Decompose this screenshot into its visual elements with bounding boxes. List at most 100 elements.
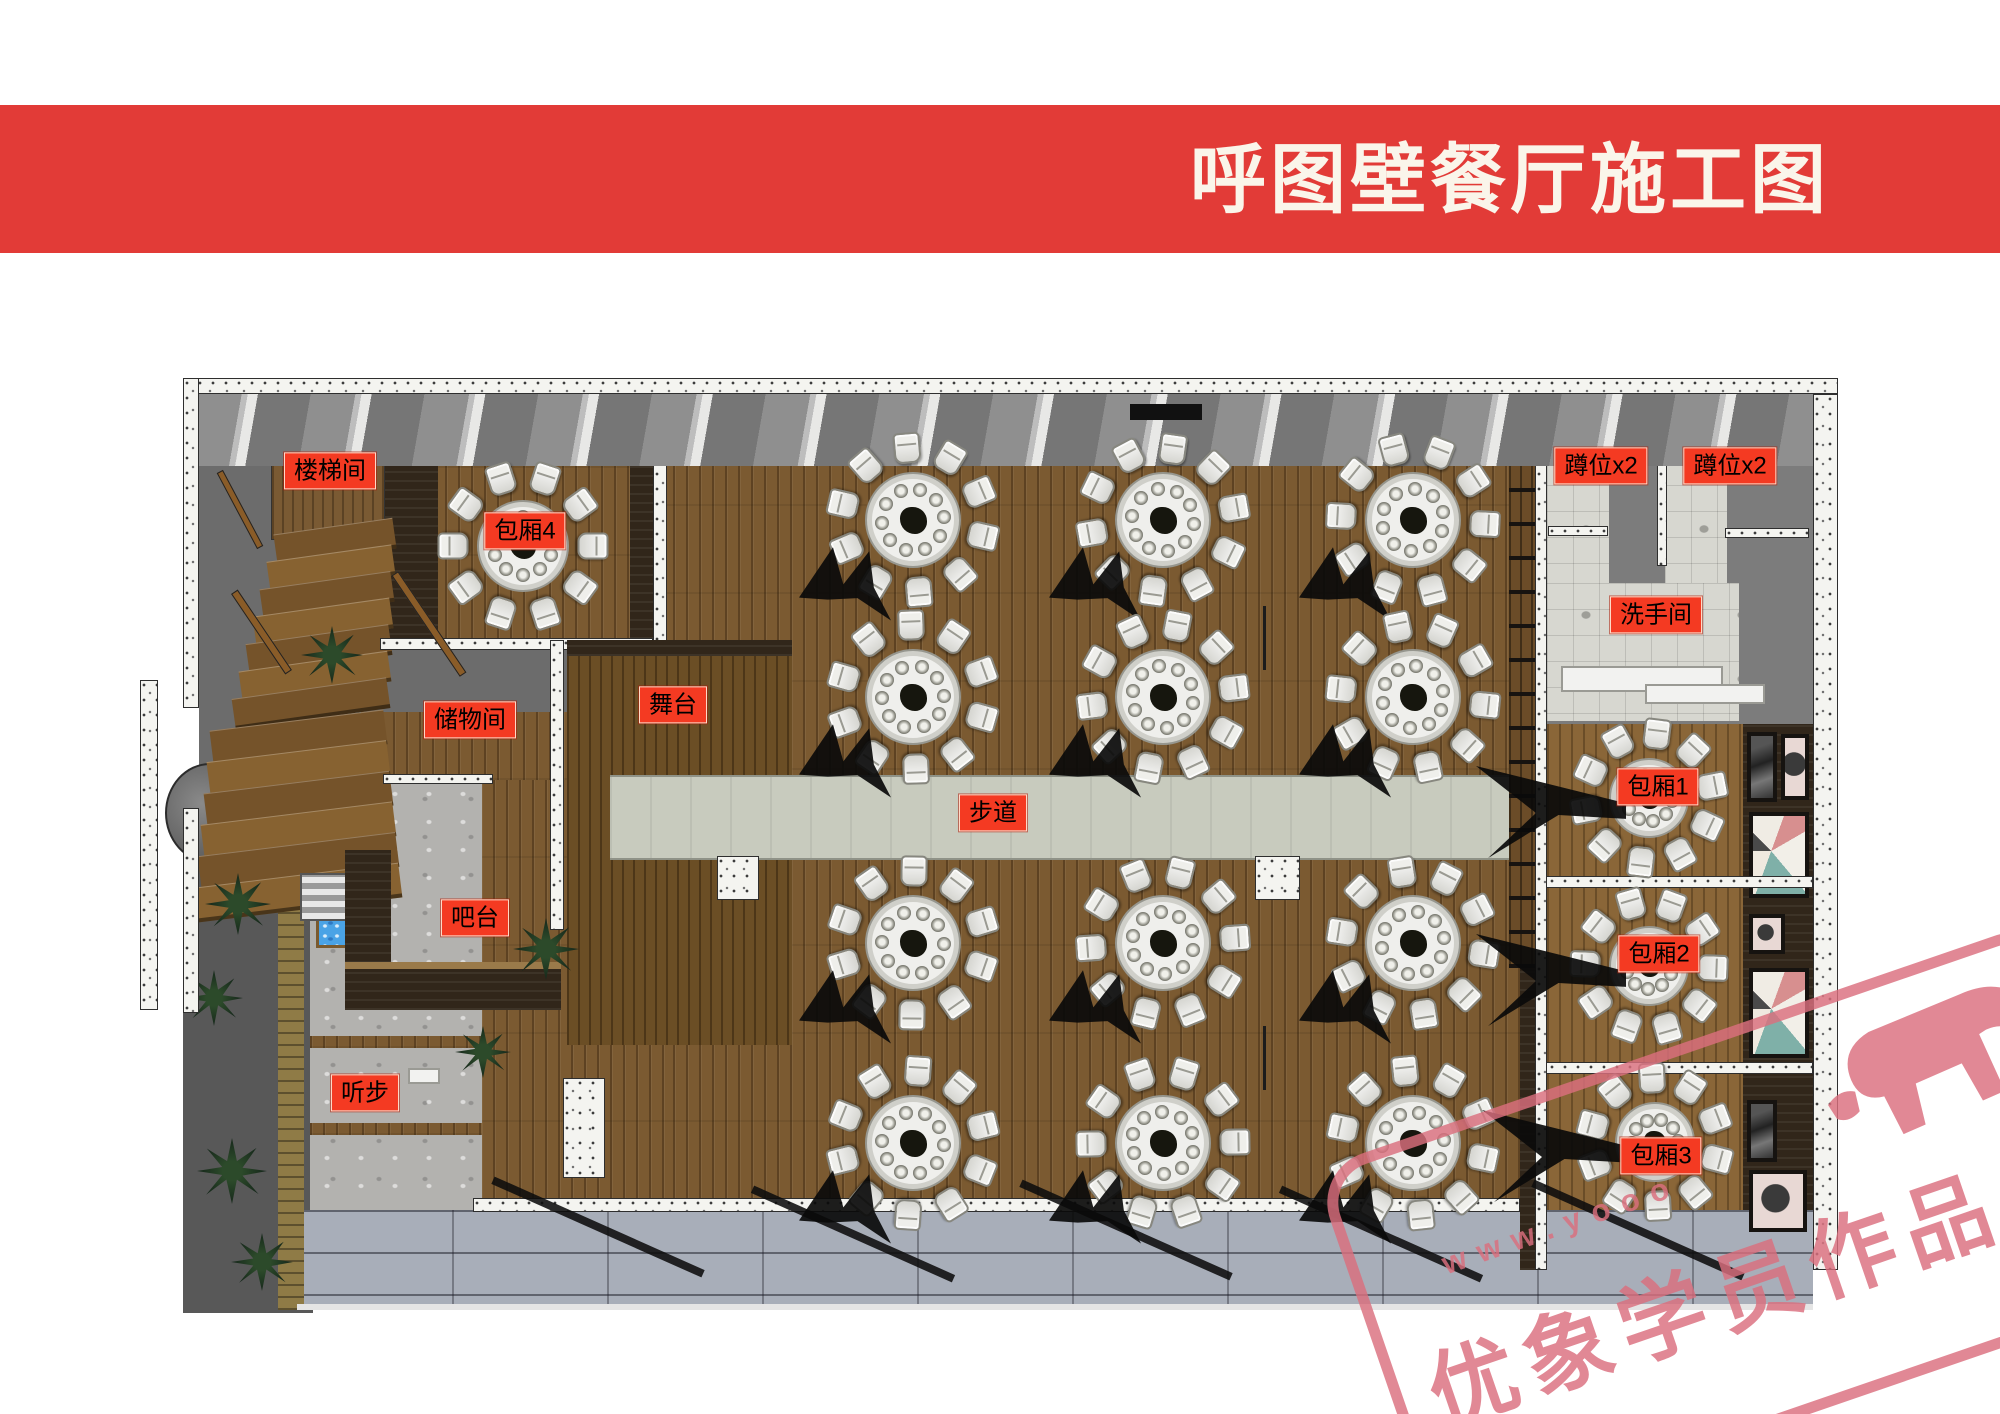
pillar bbox=[1255, 856, 1300, 900]
label-storage: 储物间 bbox=[424, 701, 516, 739]
place-setting bbox=[1658, 806, 1673, 821]
place-setting bbox=[1185, 1125, 1200, 1140]
chair bbox=[1074, 933, 1108, 963]
place-setting bbox=[1390, 663, 1405, 678]
place-setting bbox=[1375, 1139, 1390, 1154]
place-setting bbox=[1136, 912, 1151, 927]
chair bbox=[1074, 516, 1110, 549]
ceiling-beams bbox=[197, 394, 1817, 466]
label-bar: 吧台 bbox=[441, 899, 509, 937]
place-setting bbox=[1407, 482, 1422, 497]
stall-wall-strip2 bbox=[1725, 528, 1809, 538]
place-setting bbox=[1665, 1120, 1680, 1135]
place-setting bbox=[1402, 720, 1417, 735]
place-setting bbox=[929, 492, 944, 507]
place-setting bbox=[1379, 1120, 1394, 1135]
place-setting bbox=[1125, 928, 1140, 943]
place-setting bbox=[1386, 537, 1401, 552]
place-setting bbox=[1171, 662, 1186, 677]
place-setting bbox=[1393, 1107, 1408, 1122]
right-wall bbox=[1813, 394, 1838, 1270]
pillar bbox=[717, 856, 759, 900]
picture-frame bbox=[1747, 732, 1777, 802]
place-setting bbox=[1427, 914, 1442, 929]
ceiling-vent bbox=[1130, 404, 1202, 420]
place-setting bbox=[1389, 487, 1404, 502]
left-wall-lower bbox=[183, 808, 199, 1013]
place-setting bbox=[918, 541, 933, 556]
place-setting bbox=[1159, 720, 1174, 735]
place-setting bbox=[931, 918, 946, 933]
stage-left-wall bbox=[550, 640, 564, 930]
place-setting bbox=[895, 965, 910, 980]
place-setting bbox=[1156, 1166, 1171, 1181]
place-setting bbox=[533, 562, 548, 577]
place-setting bbox=[1412, 1105, 1427, 1120]
place-setting bbox=[915, 965, 930, 980]
place-setting bbox=[930, 954, 945, 969]
place-setting bbox=[880, 953, 895, 968]
place-setting bbox=[936, 510, 951, 525]
stone-wood-strip2 bbox=[310, 1123, 482, 1135]
bottom-wall bbox=[473, 1198, 1520, 1212]
place-setting bbox=[875, 691, 890, 706]
place-setting bbox=[1434, 702, 1449, 717]
chair bbox=[1324, 915, 1360, 948]
title-banner: 呼图壁餐厅施工图 bbox=[0, 105, 2000, 253]
label-room3: 包厢3 bbox=[1620, 1137, 1702, 1175]
place-setting bbox=[1155, 1105, 1170, 1120]
place-setting bbox=[936, 688, 951, 703]
place-setting bbox=[1184, 676, 1199, 691]
place-setting bbox=[1152, 659, 1167, 674]
chair bbox=[900, 855, 929, 887]
place-setting bbox=[1172, 909, 1187, 924]
floor-joint bbox=[1263, 1026, 1266, 1090]
place-setting bbox=[1382, 1156, 1397, 1171]
chair bbox=[903, 1054, 933, 1088]
place-setting bbox=[1133, 491, 1148, 506]
picture-frame bbox=[1749, 914, 1785, 954]
place-setting bbox=[1420, 963, 1435, 978]
place-setting bbox=[914, 660, 929, 675]
place-setting bbox=[880, 672, 895, 687]
place-setting bbox=[1184, 924, 1199, 939]
chair bbox=[1637, 1061, 1666, 1095]
place-setting bbox=[1128, 527, 1143, 542]
place-setting bbox=[1178, 534, 1193, 549]
place-setting bbox=[1137, 1111, 1152, 1126]
place-setting bbox=[882, 1116, 897, 1131]
place-setting bbox=[1646, 813, 1661, 828]
place-setting bbox=[1126, 1126, 1141, 1141]
place-setting bbox=[1174, 1160, 1189, 1175]
chair bbox=[1157, 431, 1189, 466]
table-centerpiece bbox=[899, 683, 927, 711]
place-setting bbox=[1185, 1145, 1200, 1160]
label-squat-left: 蹲位x2 bbox=[1554, 447, 1648, 485]
chair bbox=[577, 532, 609, 560]
chair bbox=[901, 752, 930, 785]
chair bbox=[893, 1198, 923, 1232]
place-setting bbox=[1142, 540, 1157, 555]
place-setting bbox=[932, 1119, 947, 1134]
stall-wall-strip bbox=[1548, 526, 1608, 536]
place-setting bbox=[1161, 543, 1176, 558]
table-centerpiece bbox=[899, 1129, 927, 1157]
chair bbox=[1219, 1127, 1251, 1156]
exterior-wall-left bbox=[140, 680, 158, 1010]
place-setting bbox=[1183, 498, 1198, 513]
place-setting bbox=[1418, 1164, 1433, 1179]
chair bbox=[1216, 491, 1252, 524]
place-setting bbox=[1175, 959, 1190, 974]
place-setting bbox=[1376, 521, 1391, 536]
place-setting bbox=[1433, 950, 1448, 965]
place-setting bbox=[1628, 1122, 1643, 1137]
left-wall-upper bbox=[183, 378, 199, 708]
chair bbox=[1468, 509, 1502, 539]
place-setting bbox=[1125, 684, 1140, 699]
place-setting bbox=[1641, 981, 1656, 996]
place-setting bbox=[916, 719, 931, 734]
place-setting bbox=[1153, 905, 1168, 920]
place-setting bbox=[1436, 931, 1451, 946]
